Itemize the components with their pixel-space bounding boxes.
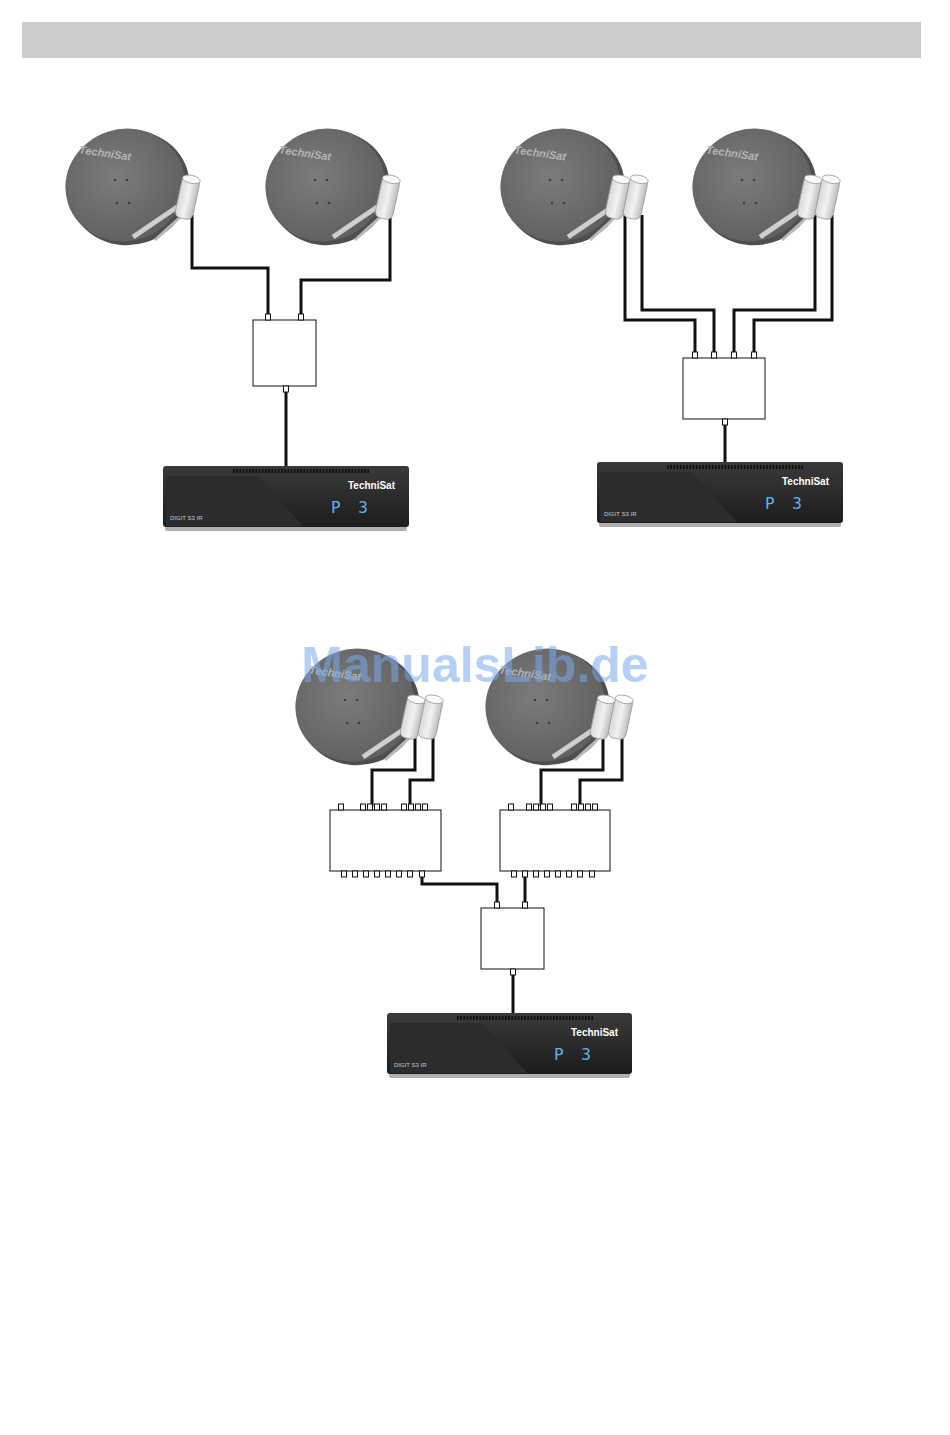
receiver-body xyxy=(387,1013,632,1078)
port xyxy=(548,804,553,810)
port xyxy=(527,804,532,810)
switch-box xyxy=(683,352,765,425)
port xyxy=(511,969,516,975)
lnb xyxy=(814,174,841,221)
receiver: TechniSatDIGIT S3 IR P 3 xyxy=(163,466,409,530)
coax-cable xyxy=(422,875,497,904)
port xyxy=(375,804,380,810)
display-readout: P 3 xyxy=(765,496,802,512)
port xyxy=(509,804,514,810)
port xyxy=(523,871,528,877)
satellite-dish xyxy=(51,113,205,261)
dish-logo: TechniSat xyxy=(278,144,331,162)
switch-box xyxy=(500,804,610,877)
port xyxy=(586,804,591,810)
port xyxy=(512,871,517,877)
port xyxy=(375,871,380,877)
switch-box xyxy=(253,314,316,392)
port xyxy=(578,871,583,877)
port xyxy=(408,871,413,877)
coax-cable xyxy=(724,423,727,462)
model-name: DIGIT S3 IR xyxy=(394,1062,427,1068)
port xyxy=(361,804,366,810)
port xyxy=(541,804,546,810)
port xyxy=(572,804,577,810)
port xyxy=(409,804,414,810)
port xyxy=(732,352,737,358)
port xyxy=(402,804,407,810)
port xyxy=(712,352,717,358)
display-readout: P 3 xyxy=(331,500,368,516)
port xyxy=(534,871,539,877)
port xyxy=(420,871,425,877)
port xyxy=(368,804,373,810)
port xyxy=(495,902,500,908)
coax-cable xyxy=(512,973,515,1013)
port xyxy=(593,804,598,810)
lnb xyxy=(607,694,634,741)
switch-box xyxy=(330,804,441,877)
port xyxy=(579,804,584,810)
coax-cable xyxy=(192,215,268,316)
lnb xyxy=(622,174,649,221)
receiver-body xyxy=(163,466,409,531)
model-name: DIGIT S3 IR xyxy=(604,511,637,517)
switch-box xyxy=(481,902,544,975)
port xyxy=(284,386,289,392)
header-bar xyxy=(22,22,921,58)
receiver: TechniSatDIGIT S3 IR P 3 xyxy=(597,462,843,526)
port xyxy=(523,902,528,908)
display-readout: P 3 xyxy=(554,1047,591,1063)
coax-cable xyxy=(410,735,433,806)
port xyxy=(397,871,402,877)
port xyxy=(590,871,595,877)
port xyxy=(693,352,698,358)
watermark: ManualsLib.de xyxy=(301,640,648,690)
port xyxy=(386,871,391,877)
dish-logo: TechniSat xyxy=(513,144,566,162)
dish-logo: TechniSat xyxy=(705,144,758,162)
port xyxy=(416,804,421,810)
brand-logo: TechniSat xyxy=(348,481,395,491)
satellite-dish xyxy=(251,113,405,261)
lnb xyxy=(374,174,401,221)
port xyxy=(723,419,728,425)
coax-cable xyxy=(285,390,288,466)
port xyxy=(382,804,387,810)
lnb xyxy=(417,694,444,741)
lnb xyxy=(174,174,201,221)
satellite-dish xyxy=(678,113,841,261)
port xyxy=(534,804,539,810)
port xyxy=(752,352,757,358)
port xyxy=(353,871,358,877)
satellite-dish xyxy=(486,113,649,261)
receiver: TechniSatDIGIT S3 IR P 3 xyxy=(387,1013,632,1077)
dish-logo: TechniSat xyxy=(78,144,131,162)
port xyxy=(342,871,347,877)
port xyxy=(545,871,550,877)
port xyxy=(339,804,344,810)
brand-logo: TechniSat xyxy=(571,1028,618,1038)
port xyxy=(299,314,304,320)
port xyxy=(364,871,369,877)
port xyxy=(567,871,572,877)
coax-cable xyxy=(524,875,527,904)
coax-cable xyxy=(642,215,714,354)
port xyxy=(556,871,561,877)
receiver-body xyxy=(597,462,843,527)
model-name: DIGIT S3 IR xyxy=(170,515,203,521)
port xyxy=(266,314,271,320)
port xyxy=(423,804,428,810)
brand-logo: TechniSat xyxy=(782,477,829,487)
coax-cable xyxy=(625,215,695,354)
